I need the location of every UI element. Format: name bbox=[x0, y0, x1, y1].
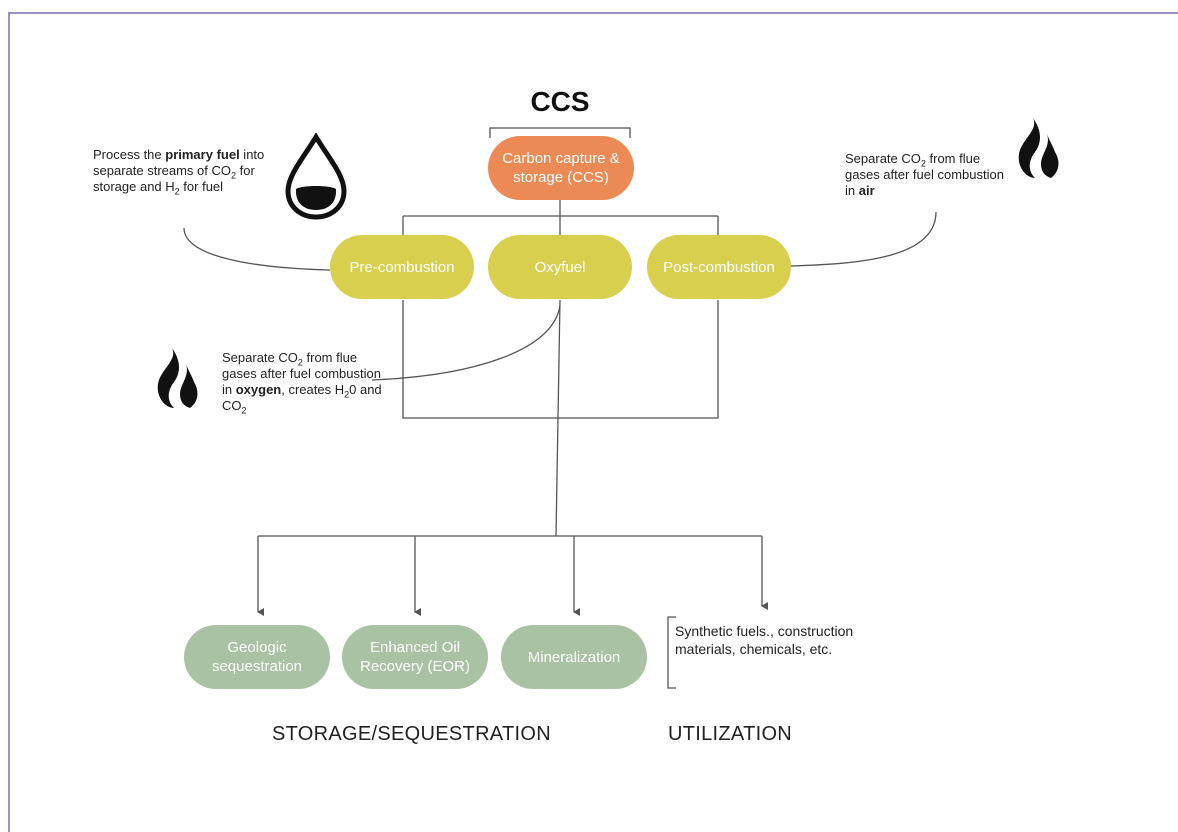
node-geologic-sequestration: Geologic sequestration bbox=[184, 625, 330, 689]
utilization-section-label: UTILIZATION bbox=[668, 723, 793, 745]
pre-combustion-note: Process the primary fuel into separate s… bbox=[93, 147, 265, 197]
flame-icon-oxygen bbox=[157, 348, 198, 408]
post-callout-line bbox=[789, 211, 937, 267]
node-post-combustion: Post-combustion bbox=[647, 235, 791, 299]
node-carbon-capture-storage: Carbon capture & storage (CCS) bbox=[488, 136, 634, 200]
pre-callout-line bbox=[183, 227, 331, 271]
storage-section-label: STORAGE/SEQUESTRATION bbox=[272, 723, 551, 745]
page-frame bbox=[8, 12, 1178, 832]
node-mineralization: Mineralization bbox=[501, 625, 647, 689]
node-enhanced-oil-recovery: Enhanced Oil Recovery (EOR) bbox=[342, 625, 488, 689]
oxyfuel-note: Separate CO2 from flue gases after fuel … bbox=[222, 350, 382, 416]
node-oxyfuel: Oxyfuel bbox=[488, 235, 632, 299]
water-drop-icon bbox=[285, 133, 347, 220]
post-combustion-note: Separate CO2 from flue gases after fuel … bbox=[845, 151, 1004, 198]
ccs-bracket bbox=[489, 127, 631, 138]
flame-icon-air bbox=[1018, 118, 1059, 178]
oxy-callout-line bbox=[371, 305, 561, 381]
utilization-examples: Synthetic fuels., construction materials… bbox=[675, 623, 854, 657]
diagram-title: CCS bbox=[530, 86, 590, 117]
utilization-bracket bbox=[667, 616, 676, 689]
node-pre-combustion: Pre-combustion bbox=[330, 235, 474, 299]
